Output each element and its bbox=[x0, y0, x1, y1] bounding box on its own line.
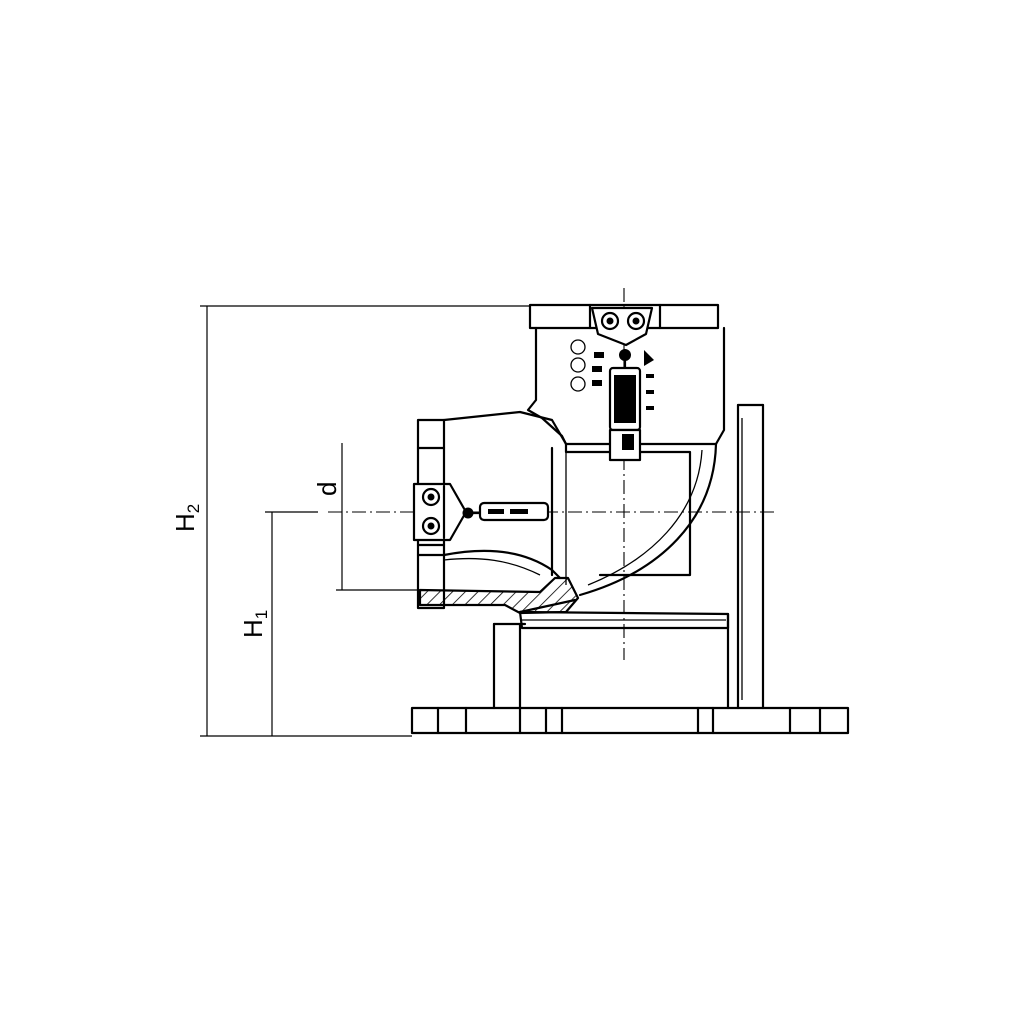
side-clamp bbox=[412, 482, 550, 542]
circle-icon bbox=[570, 339, 586, 355]
dimension-lines bbox=[200, 305, 530, 737]
indicator-circles bbox=[570, 339, 586, 392]
circle-icon bbox=[570, 376, 586, 392]
circle-icon bbox=[570, 357, 586, 373]
pivot-pin-icon bbox=[619, 349, 631, 361]
base-plate bbox=[410, 706, 850, 735]
support-pedestal bbox=[492, 403, 765, 710]
d-label: d bbox=[312, 482, 342, 496]
hatched-section bbox=[418, 549, 580, 615]
dimension-labels: H2 H1 d bbox=[170, 482, 342, 638]
pivot-pin-icon bbox=[462, 507, 474, 519]
top-clamp bbox=[590, 306, 654, 462]
h1-label: H1 bbox=[238, 610, 271, 638]
h2-label: H2 bbox=[170, 504, 203, 532]
elbow-body bbox=[442, 326, 730, 630]
